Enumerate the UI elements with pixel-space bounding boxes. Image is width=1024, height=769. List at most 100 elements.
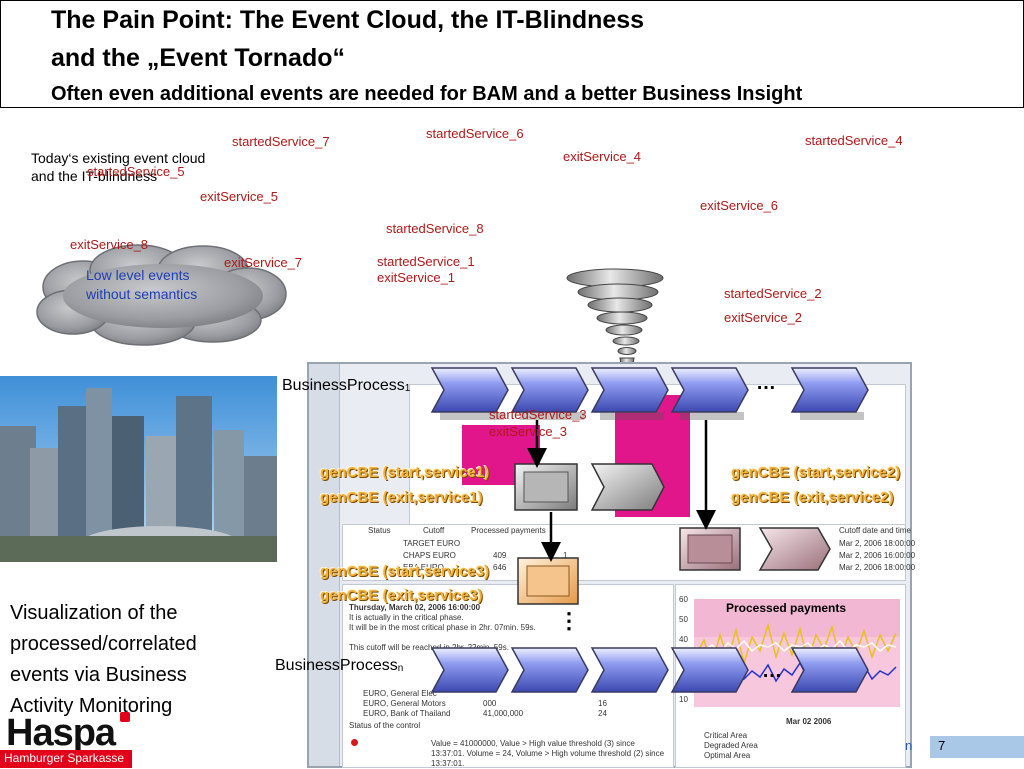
legend-item: Critical Area [704, 731, 748, 740]
process-step-chevron [430, 647, 509, 693]
status-red-dot [351, 739, 358, 746]
process-step-chevron [510, 647, 589, 693]
event-started-service-1: startedService_1 [377, 254, 475, 269]
cloud-text-line-1: Low level events [86, 267, 190, 283]
control-row-count: 16 [598, 699, 607, 708]
service-1-chevron [590, 463, 665, 511]
business-process-1-text: BusinessProcess [282, 377, 405, 394]
event-cloud-shape [36, 244, 287, 346]
business-process-n-text: BusinessProcess [275, 657, 398, 674]
business-process-n-label: BusinessProcessn [275, 657, 403, 675]
table-row-processed: 409 [493, 551, 507, 560]
viz-caption-line: processed/correlated [10, 633, 197, 655]
business-process-n-chevrons [430, 647, 869, 693]
process-step-chevron [510, 367, 589, 413]
viz-caption-line: Activity Monitoring [10, 695, 173, 717]
table-header-status: Status [368, 526, 391, 535]
subtitle: Often even additional events are needed … [51, 83, 803, 105]
series-white [695, 639, 897, 655]
haspa-logo-strip-text: Hamburger Sparkasse [4, 751, 125, 765]
gencbe-start-service-3: genCBE (start,service3) [320, 563, 490, 580]
business-process-1-sub: 1 [404, 383, 411, 394]
event-started-service-8: startedService_8 [386, 221, 484, 236]
event-exit-service-1: exitService_1 [377, 270, 456, 285]
process-step-chevron [430, 367, 509, 413]
control-row: EURO, General Elec [363, 689, 437, 698]
table-row-date: Mar 2, 2006 18:00:00 [839, 563, 916, 572]
event-exit-service-8: exitService_8 [70, 237, 149, 252]
page-number: 7 [938, 738, 946, 753]
table-row-date: Mar 2, 2006 18:00:00 [839, 539, 916, 548]
control-row-value: 000 [483, 699, 497, 708]
table-header-cutoff: Cutoff [423, 526, 445, 535]
process-ellipsis-top: … [756, 372, 779, 394]
footer-fragment: n [905, 738, 913, 753]
frankfurt-skyline-image [0, 376, 277, 562]
dashboard-side-tabs [309, 364, 340, 766]
y-tick: 60 [679, 595, 688, 604]
process-step-chevron [790, 647, 869, 693]
dashboard-processed-payments-chart: Processed payments 60 50 40 30 20 10 Mar… [675, 584, 906, 768]
processed-payments-title: Processed payments [726, 601, 847, 615]
service-2-box-inner [687, 534, 733, 564]
viz-caption-line: events via Business [10, 664, 187, 686]
haspa-logo-strip [0, 750, 132, 768]
visualization-caption: Visualization of the processed/correlate… [10, 598, 197, 722]
process-step-chevron [670, 647, 749, 693]
y-tick: 10 [679, 695, 688, 704]
table-row-name: TARGET EURO [403, 539, 461, 548]
cloud-caption-line-1: Today‘s existing event cloud [31, 150, 206, 166]
event-exit-service-7: exitService_7 [224, 255, 303, 270]
viz-caption-line: Visualization of the [10, 602, 178, 624]
cloud-caption-line-2: and the IT-blindness [31, 168, 158, 184]
sparkasse-s-icon [120, 712, 130, 722]
detail-line: Thursday, March 02, 2006 16:00:00 [349, 603, 481, 612]
business-process-1-label: BusinessProcess1 [282, 377, 410, 395]
status-control-label: Status of the control [349, 721, 421, 730]
event-started-service-7: startedService_7 [232, 134, 330, 149]
table-row-progress: 1 [563, 551, 568, 560]
event-started-service-5: startedService_5 [87, 164, 185, 179]
table-row-name: EBA EURO [403, 563, 444, 572]
service-2-chevron [758, 527, 831, 571]
gencbe-exit-service-1: genCBE (exit,service1) [320, 489, 483, 506]
service-3-box-inner [526, 565, 570, 597]
business-process-n-sub: n [397, 663, 404, 674]
table-header-processed: Processed payments [471, 526, 546, 535]
event-exit-service-6: exitService_6 [700, 198, 779, 213]
event-exit-service-4: exitService_4 [563, 149, 642, 164]
table-row-processed: 646 [493, 563, 507, 572]
gencbe-exit-service-3: genCBE (exit,service3) [320, 587, 483, 604]
y-tick: 40 [679, 635, 688, 644]
legend-item: Optimal Area [704, 751, 751, 760]
process-step-chevron [590, 367, 669, 413]
y-tick: 50 [679, 615, 688, 624]
event-exit-service-2: exitService_2 [724, 310, 803, 325]
process-step-chevron [670, 367, 749, 413]
table-row-date: Mar 2, 2006 16:00:00 [839, 551, 916, 560]
x-axis-label: Mar 02 2006 [786, 717, 832, 726]
detail-line: It is actually in the critical phase. [349, 613, 464, 622]
process-step-chevron [590, 647, 669, 693]
title-line-2: and the „Event Tornado“ [51, 44, 345, 72]
detail-line: It will be in the most critical phase in… [349, 623, 536, 632]
control-row: EURO, Bank of Thailand [363, 709, 451, 718]
title-line-1: The Pain Point: The Event Cloud, the IT-… [51, 6, 645, 34]
process-step-chevron [790, 367, 869, 413]
haspa-logo-word: Haspa [6, 712, 116, 754]
footer-bar [930, 736, 1024, 758]
detail-line: This cutoff will be reached in 2hr. 22mi… [349, 643, 509, 652]
gencbe-start-service-1: genCBE (start,service1) [320, 464, 490, 481]
gencbe-exit-service-2: genCBE (exit,service2) [731, 489, 894, 506]
control-row: EURO, General Motors [363, 699, 446, 708]
event-started-service-2: startedService_2 [724, 286, 822, 301]
table-row-name: CHAPS EURO [403, 551, 456, 560]
event-started-service-6: startedService_6 [426, 126, 524, 141]
cloud-text-line-2: without semantics [86, 286, 198, 302]
service-1-box-inner [523, 471, 569, 503]
control-row-count: 24 [598, 709, 607, 718]
vertical-ellipsis: ⋮ [558, 608, 583, 633]
business-process-1-chevrons [430, 367, 869, 413]
summary-text: Value = 41000000, Value > High value thr… [431, 739, 665, 768]
